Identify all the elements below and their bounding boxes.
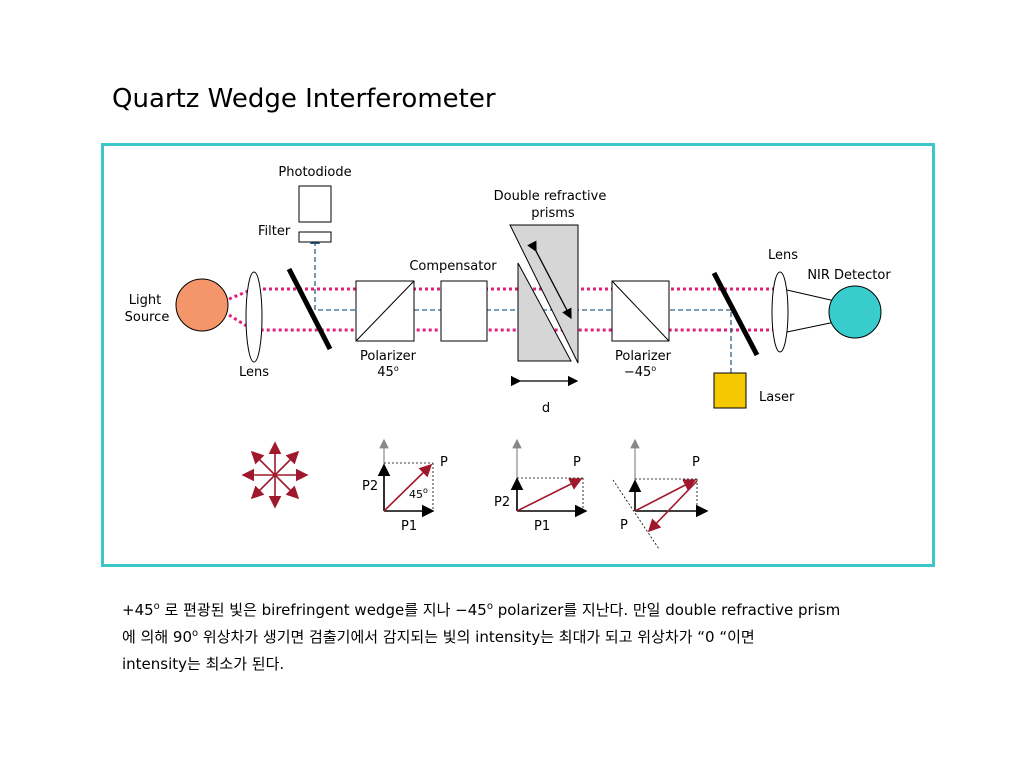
vector-3-p-prime-label: P xyxy=(620,518,628,533)
interferometer-diagram: Light Source Lens Filter Photodiode Pola… xyxy=(125,165,891,550)
unpolarized-light-icon xyxy=(241,441,309,509)
photodiode-label: Photodiode xyxy=(278,165,351,180)
polarizer-right-label-2: −45o xyxy=(624,364,656,380)
polarizer-left-label-1: Polarizer xyxy=(360,349,417,364)
compensator xyxy=(440,280,488,342)
vector-1-p1-label: P1 xyxy=(401,519,417,534)
caption-line-1: +45o 로 편광된 빛은 birefringent wedge를 지나 −45… xyxy=(122,601,841,619)
laser-label: Laser xyxy=(759,390,795,405)
diagram-frame: Light Source Lens Filter Photodiode Pola… xyxy=(101,143,935,567)
vector-1-p-label: P xyxy=(440,455,448,470)
prisms-label-2: prisms xyxy=(531,206,575,221)
vector-diagram-3 xyxy=(612,438,709,550)
page-title: Quartz Wedge Interferometer xyxy=(112,84,496,114)
lens-left-label: Lens xyxy=(239,365,269,380)
double-refractive-prisms xyxy=(509,224,579,364)
lens-right xyxy=(771,271,789,353)
light-source xyxy=(175,278,229,332)
polarizer-right xyxy=(611,280,670,342)
vector-1-angle-label: 45o xyxy=(409,486,428,501)
vector-2-p1-label: P1 xyxy=(534,519,550,534)
lens-left xyxy=(245,271,263,363)
caption-line-2: 에 의해 90o 위상차가 생기면 검출기에서 감지되는 빛의 intensit… xyxy=(122,628,755,646)
vector-diagram-45 xyxy=(377,438,435,518)
lens-right-label: Lens xyxy=(768,248,798,263)
compensator-label: Compensator xyxy=(409,259,497,274)
d-label: d xyxy=(542,401,550,416)
caption-line-3: intensity는 최소가 된다. xyxy=(122,655,285,673)
vector-diagram-2 xyxy=(510,438,588,518)
vector-2-p2-label: P2 xyxy=(494,495,510,510)
caption: +45o 로 편광된 빛은 birefringent wedge를 지나 −45… xyxy=(122,597,922,678)
light-source-label-1: Light xyxy=(129,293,161,308)
photodiode xyxy=(298,185,332,223)
vector-2-p-label: P xyxy=(573,455,581,470)
polarizer-left xyxy=(355,280,415,342)
beam-splitter-left xyxy=(286,267,333,351)
vector-1-p2-label: P2 xyxy=(362,479,378,494)
beam-splitter-right xyxy=(711,271,760,357)
prisms-label-1: Double refractive xyxy=(494,189,607,204)
filter-label: Filter xyxy=(258,224,291,239)
polarizer-left-label-2: 45o xyxy=(377,364,399,380)
nir-detector-label: NIR Detector xyxy=(807,268,891,283)
vector-3-p-label: P xyxy=(692,455,700,470)
nir-detector xyxy=(828,285,882,339)
polarizer-right-label-1: Polarizer xyxy=(615,349,672,364)
light-source-label-2: Source xyxy=(125,310,170,325)
filter xyxy=(298,231,332,243)
laser xyxy=(713,372,747,409)
